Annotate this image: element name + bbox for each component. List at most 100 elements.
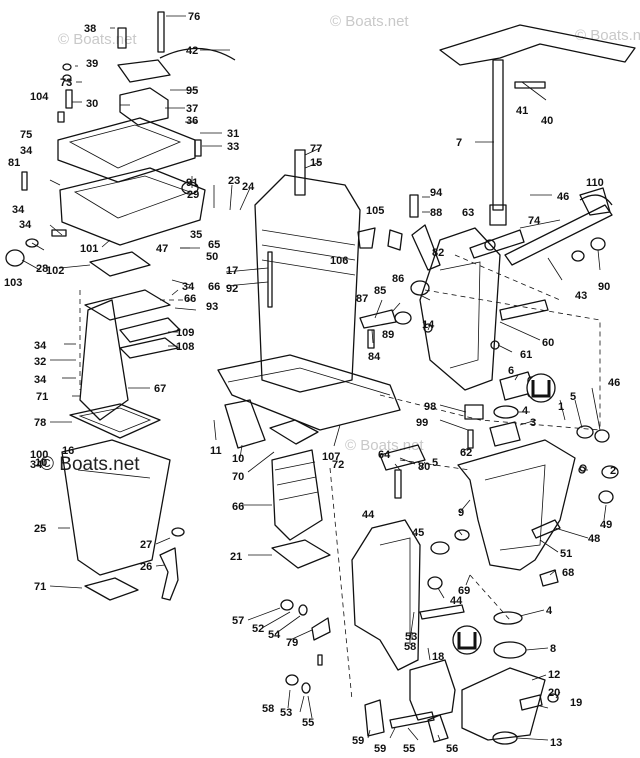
part-label: 95 (186, 85, 198, 97)
part-label: 12 (548, 669, 560, 681)
part-label: 45 (412, 527, 424, 539)
part-label: 80 (418, 461, 430, 473)
part-label: 101 (80, 243, 98, 255)
part-number-labels: 1 2 3 4 4 5 5 6 7 8 9 10 10 11 12 13 14 … (4, 11, 620, 755)
part-label: 104 (30, 91, 49, 103)
part-label: 93 (206, 301, 218, 313)
part-label: 52 (252, 623, 264, 635)
part-label: 66 (184, 293, 196, 305)
part-label: 53 (405, 631, 417, 643)
part-label: 76 (188, 11, 200, 23)
part-label: 73 (60, 77, 72, 89)
part-label: 24 (242, 181, 255, 193)
part-label: 110 (586, 177, 604, 189)
part-label: 14 (422, 319, 435, 331)
part-label: 84 (368, 351, 381, 363)
part-label: 10 (35, 457, 47, 469)
part-label: 16 (62, 445, 74, 457)
part-label: 19 (570, 697, 582, 709)
part-label: 23 (228, 175, 240, 187)
part-label: 43 (575, 290, 587, 302)
part-label: 46 (557, 191, 569, 203)
part-label: 33 (227, 141, 239, 153)
part-label: 78 (34, 417, 46, 429)
part-label: 15 (310, 157, 322, 169)
part-label: 58 (262, 703, 274, 715)
part-label: 106 (330, 255, 348, 267)
part-label: 9 (458, 507, 464, 519)
part-label: 66 (232, 501, 244, 513)
part-label: 34 (12, 204, 25, 216)
part-label: 70 (232, 471, 244, 483)
part-label: 62 (460, 447, 472, 459)
part-label: 89 (382, 329, 394, 341)
lubrication-emblem-icon (526, 373, 556, 403)
part-label: 39 (86, 58, 98, 70)
part-label: 108 (176, 341, 194, 353)
part-label: 92 (226, 283, 238, 295)
part-label: 34 (19, 219, 32, 231)
part-label: 30 (86, 98, 98, 110)
part-label: 41 (516, 105, 528, 117)
part-label: 42 (186, 45, 198, 57)
part-label: 2 (610, 465, 616, 477)
part-label: 99 (416, 417, 428, 429)
part-label: 71 (36, 391, 48, 403)
lubrication-emblem-icon (452, 625, 482, 655)
part-label: 103 (4, 277, 22, 289)
part-label: 47 (156, 243, 168, 255)
leader-lines (21, 15, 607, 741)
watermark: © Boats.net (575, 27, 640, 44)
part-label: 75 (20, 129, 32, 141)
part-label: 54 (268, 629, 281, 641)
part-label: 74 (528, 215, 541, 227)
part-label: 40 (541, 115, 553, 127)
part-label: 90 (598, 281, 610, 293)
part-label: 55 (302, 717, 314, 729)
part-label: 91 (186, 177, 198, 189)
part-label: 88 (430, 207, 442, 219)
part-label: 72 (332, 459, 344, 471)
part-label: 100 (30, 449, 48, 461)
part-label: 85 (374, 285, 386, 297)
part-label: 64 (378, 449, 391, 461)
part-label: 38 (84, 23, 96, 35)
part-label: 34 (182, 281, 195, 293)
part-label: 50 (206, 251, 218, 263)
part-label: 86 (392, 273, 404, 285)
part-label: 13 (550, 737, 562, 749)
part-label: 71 (34, 581, 46, 593)
part-label: 55 (403, 743, 415, 755)
part-label: 59 (374, 743, 386, 755)
part-label: 25 (34, 523, 46, 535)
part-label: 35 (190, 229, 202, 241)
part-label: 4 (546, 605, 553, 617)
part-label: 60 (542, 337, 554, 349)
part-label: 6 (508, 365, 514, 377)
part-label: 65 (208, 239, 220, 251)
part-label: 67 (154, 383, 166, 395)
part-label: 59 (352, 735, 364, 747)
part-label: 18 (432, 651, 444, 663)
part-label: 82 (432, 247, 444, 259)
part-label: 21 (230, 551, 242, 563)
part-label: 10 (232, 453, 244, 465)
part-label: 46 (608, 377, 620, 389)
part-label: 105 (366, 205, 384, 217)
part-label: 79 (286, 637, 298, 649)
watermark: © Boats.net (40, 454, 140, 475)
part-label: 36 (186, 115, 198, 127)
part-label: 68 (562, 567, 574, 579)
part-label: 63 (462, 207, 474, 219)
part-label: 27 (140, 539, 152, 551)
part-label: 5 (432, 457, 438, 469)
part-label: 56 (446, 743, 458, 755)
part-label: 87 (356, 293, 368, 305)
part-label: 57 (232, 615, 244, 627)
watermark: © Boats.net (345, 437, 424, 454)
part-label: 28 (36, 263, 48, 275)
assembly-lines (79, 254, 601, 701)
part-label: 102 (46, 265, 64, 277)
part-label: 37 (186, 103, 198, 115)
